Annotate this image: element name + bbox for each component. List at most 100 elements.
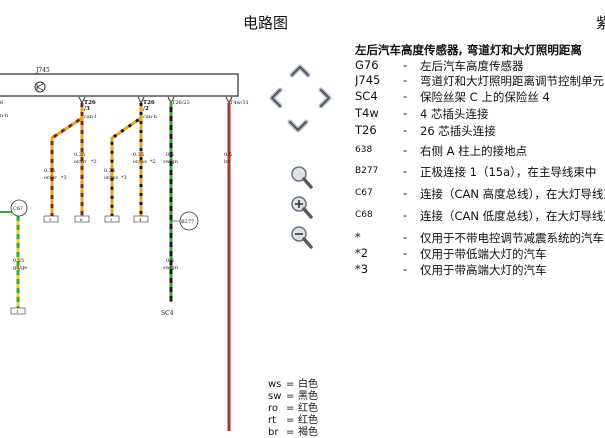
pin-3-label: /3 <box>84 106 90 112</box>
legend-description: 弯道灯和大灯照明距离调节控制单元 <box>420 74 604 88</box>
c67-label: C67 <box>13 206 23 212</box>
legend-item: SC4-保险丝架 C 上的保险丝 4 <box>355 89 605 105</box>
can-l-label: can-l <box>84 114 97 120</box>
legend-item: C67-连接（CAN 高度总线），在大灯导线束中 <box>355 186 605 202</box>
legend-description: 保险丝架 C 上的保险丝 4 <box>420 90 550 104</box>
c67-node[interactable] <box>10 199 28 217</box>
t26-23-label: T26/23 <box>172 100 190 106</box>
legend-description: 正极连接 1（15a），在主导线束中 <box>420 165 597 179</box>
b277-label: B277 <box>181 219 194 225</box>
j745-box <box>0 73 239 97</box>
color-equals: = <box>286 391 295 402</box>
pan-left-button[interactable] <box>265 87 287 109</box>
zoom-in-icon <box>291 196 313 219</box>
terminal-label-5: 1 <box>16 309 19 314</box>
star-2-a: *2 <box>91 159 97 165</box>
color-code: sw <box>268 391 282 402</box>
color-8: sw/gn <box>163 265 179 271</box>
legend-dash: - <box>403 262 408 276</box>
color-name: 白色 <box>298 379 318 390</box>
color-code: rt <box>268 415 277 426</box>
legend-code: SC4 <box>355 89 378 103</box>
zoom-out-button[interactable] <box>290 225 314 251</box>
chevron-right-icon <box>318 87 332 109</box>
legend-dash: - <box>403 164 408 178</box>
legend-item: J745 -弯道灯和大灯照明距离调节控制单元 <box>355 73 605 89</box>
t4w-31-label: T4w/31 <box>230 100 249 106</box>
terminal-box-4 <box>133 215 149 223</box>
terminal-box-1 <box>43 215 59 223</box>
zoom-fit-button[interactable] <box>290 165 314 191</box>
gauge-8: 0.5 <box>166 258 174 264</box>
legend-code: * <box>355 230 361 244</box>
legend-item: 638-右侧 A 柱上的接地点 <box>355 143 605 159</box>
gauge-1: 0.35 <box>44 168 55 174</box>
legend-dash: - <box>403 123 408 137</box>
legend-item: T4w-4 芯插头连接 <box>355 106 605 122</box>
chevron-down-icon <box>287 119 309 133</box>
wire-can-l-1-stripe <box>50 103 84 216</box>
color-1: or/br <box>44 175 57 181</box>
pan-down-button[interactable] <box>287 115 309 137</box>
color-name: 黑色 <box>298 391 318 402</box>
pan-right-button[interactable] <box>314 87 336 109</box>
legend-code: G76 <box>355 58 379 72</box>
pin-2-label: /2 <box>143 106 149 112</box>
page-title-partial: 紫 <box>596 14 605 32</box>
color-5: sw/gn <box>163 159 179 165</box>
terminal-box-2 <box>74 215 90 223</box>
color-code-item: ro=红色 <box>268 399 318 414</box>
terminal-label-3: 3 <box>110 217 113 222</box>
legend-dash: - <box>403 208 408 222</box>
legend-item: *3 -仅用于带高端大灯的汽车 <box>355 262 605 278</box>
color-7: gn/ge <box>13 265 27 271</box>
color-equals: = <box>286 427 295 438</box>
j745-label: J745 <box>35 67 50 74</box>
gauge-6: 0.5 <box>224 152 232 158</box>
terminal-box-3 <box>104 215 120 223</box>
gauge-2: 0.35 <box>74 152 85 158</box>
legend-code: C68 <box>355 210 373 220</box>
color-equals: = <box>286 379 295 390</box>
legend-dash: - <box>403 230 408 244</box>
color-name: 红色 <box>298 403 318 414</box>
legend-dash: - <box>403 58 408 72</box>
t26-label-2: T26 <box>143 100 155 106</box>
gauge-3: 0.35 <box>104 168 115 174</box>
legend-description: 连接（CAN 低度总线），在大灯导线束中 <box>420 209 605 223</box>
legend-description: 仅用于带高端大灯的汽车 <box>420 263 547 277</box>
legend-item: B277 -正极连接 1（15a），在主导线束中 <box>355 164 605 180</box>
transistor-symbol <box>34 81 46 93</box>
legend-code: C67 <box>355 188 373 198</box>
color-code: br <box>268 427 279 438</box>
color-code-item: sw =黑色 <box>268 387 318 402</box>
legend-description: 仅用于带低端大灯的汽车 <box>420 247 547 261</box>
legend-description: 仅用于不带电控调节减震系统的汽车 <box>420 231 604 245</box>
legend-item: G76-左后汽车高度传感器 <box>355 58 605 74</box>
legend-code: B277 <box>355 166 379 176</box>
circuit-diagram[interactable]: J745 6 n-h T26 /3 can-l T26 /2 can-h T26… <box>0 40 260 431</box>
legend-code: 638 <box>355 145 373 155</box>
color-2: or/br <box>74 159 87 165</box>
legend-description: 4 芯插头连接 <box>420 107 489 121</box>
page-title: 电路图 <box>243 14 289 32</box>
legend-dash: - <box>403 143 408 157</box>
zoom-in-button[interactable] <box>290 195 314 221</box>
pan-up-button[interactable] <box>289 60 311 82</box>
terminal-label-4: 4 <box>139 217 142 222</box>
legend-code: J745 <box>355 73 381 87</box>
legend-item: T26-26 芯插头连接 <box>355 123 605 139</box>
sc4-label: SC4 <box>161 310 174 317</box>
transistor-lines <box>36 83 44 91</box>
legend-dash: - <box>403 73 408 87</box>
chevron-up-icon <box>289 64 311 78</box>
gauge-4: 0.35 <box>133 152 144 158</box>
legend-item: *2-仅用于带低端大灯的汽车 <box>355 246 605 262</box>
legend-description: 26 芯插头连接 <box>420 124 496 138</box>
color-equals: = <box>286 415 295 426</box>
star-3-b: *3 <box>121 175 127 181</box>
terminal-label-1: 5 <box>49 217 52 222</box>
legend-code: *3 <box>355 262 369 276</box>
color-3: or/ws <box>104 175 118 181</box>
legend-description: 连接（CAN 高度总线），在大灯导线束中 <box>420 187 605 201</box>
